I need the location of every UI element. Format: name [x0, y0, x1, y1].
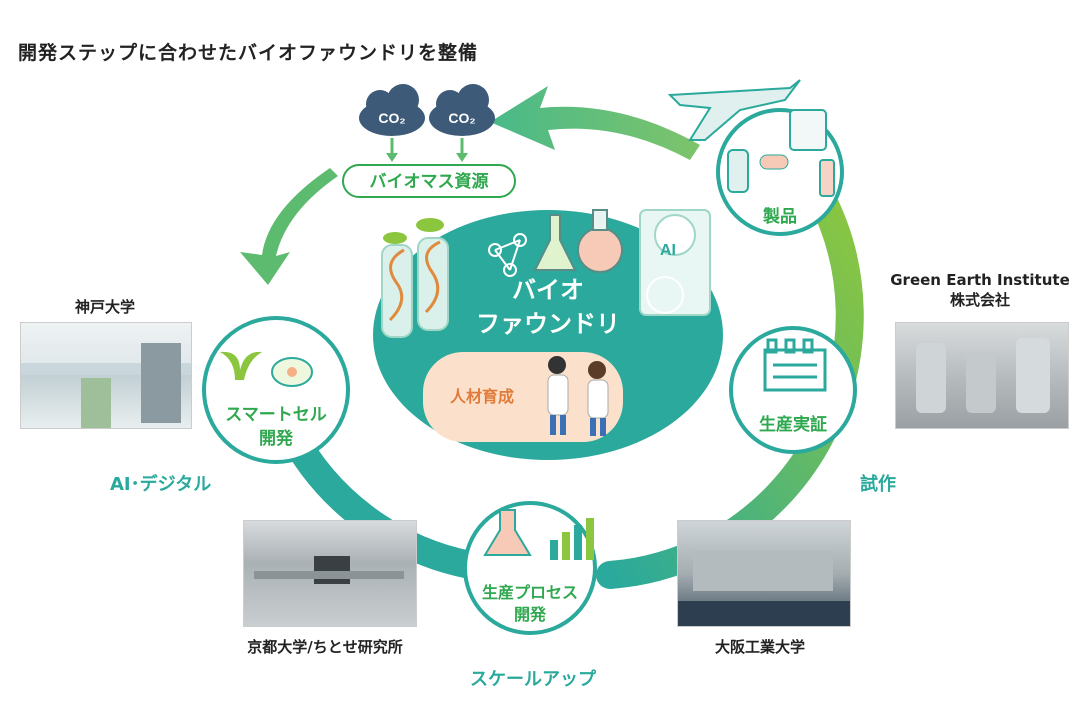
smartcell-label-2: 開発 [259, 428, 294, 449]
dna-icon [388, 240, 441, 322]
atom-icon [646, 276, 684, 314]
leaf-icon [416, 218, 444, 232]
site-osaka: 大阪工業大学 [714, 638, 805, 656]
capsule-icon [759, 154, 789, 170]
hr-label: 人材育成 [450, 387, 514, 406]
photo-osaka-lab [677, 520, 851, 627]
site-kobe: 神戸大学 [74, 298, 135, 316]
site-gei-line2: 株式会社 [949, 291, 1010, 309]
ai-badge: AI [660, 242, 676, 259]
co2-cloud-2 [429, 84, 495, 136]
round-flask-icon [577, 227, 623, 273]
molecule-icon [488, 233, 527, 277]
bottle-icon [727, 149, 749, 193]
biomass-pill [342, 164, 516, 198]
test-tube-left [381, 244, 413, 338]
page-title: 開発ステップに合わせたバイオファウンドリを整備 [18, 42, 479, 64]
flask-icon [533, 214, 577, 271]
products-label: 製品 [762, 206, 797, 227]
scientist-head-1 [548, 356, 566, 374]
leaf-icon-2 [383, 232, 407, 244]
site-gei: Green Earth Institute 株式会社 [890, 270, 1070, 310]
airplane-icon [667, 79, 801, 141]
lipstick-icon [819, 159, 835, 197]
center-title-1: バイオ [512, 276, 584, 304]
factory-icon [763, 338, 827, 392]
hr-panel [423, 352, 623, 442]
test-tube-right [417, 237, 449, 331]
process-label-1: 生産プロセス [482, 583, 578, 602]
node-smartcell [202, 316, 350, 464]
stage-ai-digital: AI･デジタル [110, 474, 212, 495]
scientist-head-2 [588, 361, 606, 379]
erlenmeyer-icon [483, 509, 532, 556]
shirt-icon [789, 109, 827, 151]
photo-kobe-lab [20, 322, 192, 429]
co2-cloud-1 [359, 84, 425, 136]
stage-trial: 試作 [860, 474, 896, 495]
brain-icon [654, 214, 696, 256]
smartcell-label-1: スマートセル [225, 405, 327, 425]
co2-label-1: CO₂ [378, 110, 405, 126]
photo-gei-plant [895, 322, 1069, 429]
biomass-label: バイオマス資源 [370, 171, 489, 192]
sprout-icon [220, 351, 262, 380]
arrow-top [490, 86, 700, 160]
stage-scaleup: スケールアップ [470, 669, 596, 690]
process-label-2: 開発 [514, 605, 547, 624]
scientist-body-1 [547, 374, 569, 416]
production-label: 生産実証 [759, 414, 827, 435]
co2-label-2: CO₂ [448, 110, 475, 126]
site-gei-line1: Green Earth Institute [890, 271, 1070, 289]
bar-chart-icon [550, 518, 594, 560]
center-title-2: ファウンドリ [476, 310, 620, 338]
scientist-body-2 [587, 379, 609, 419]
arrow-left [240, 168, 338, 285]
site-kyoto: 京都大学/ちとせ研究所 [247, 638, 403, 656]
photo-kyoto-lab [243, 520, 417, 627]
